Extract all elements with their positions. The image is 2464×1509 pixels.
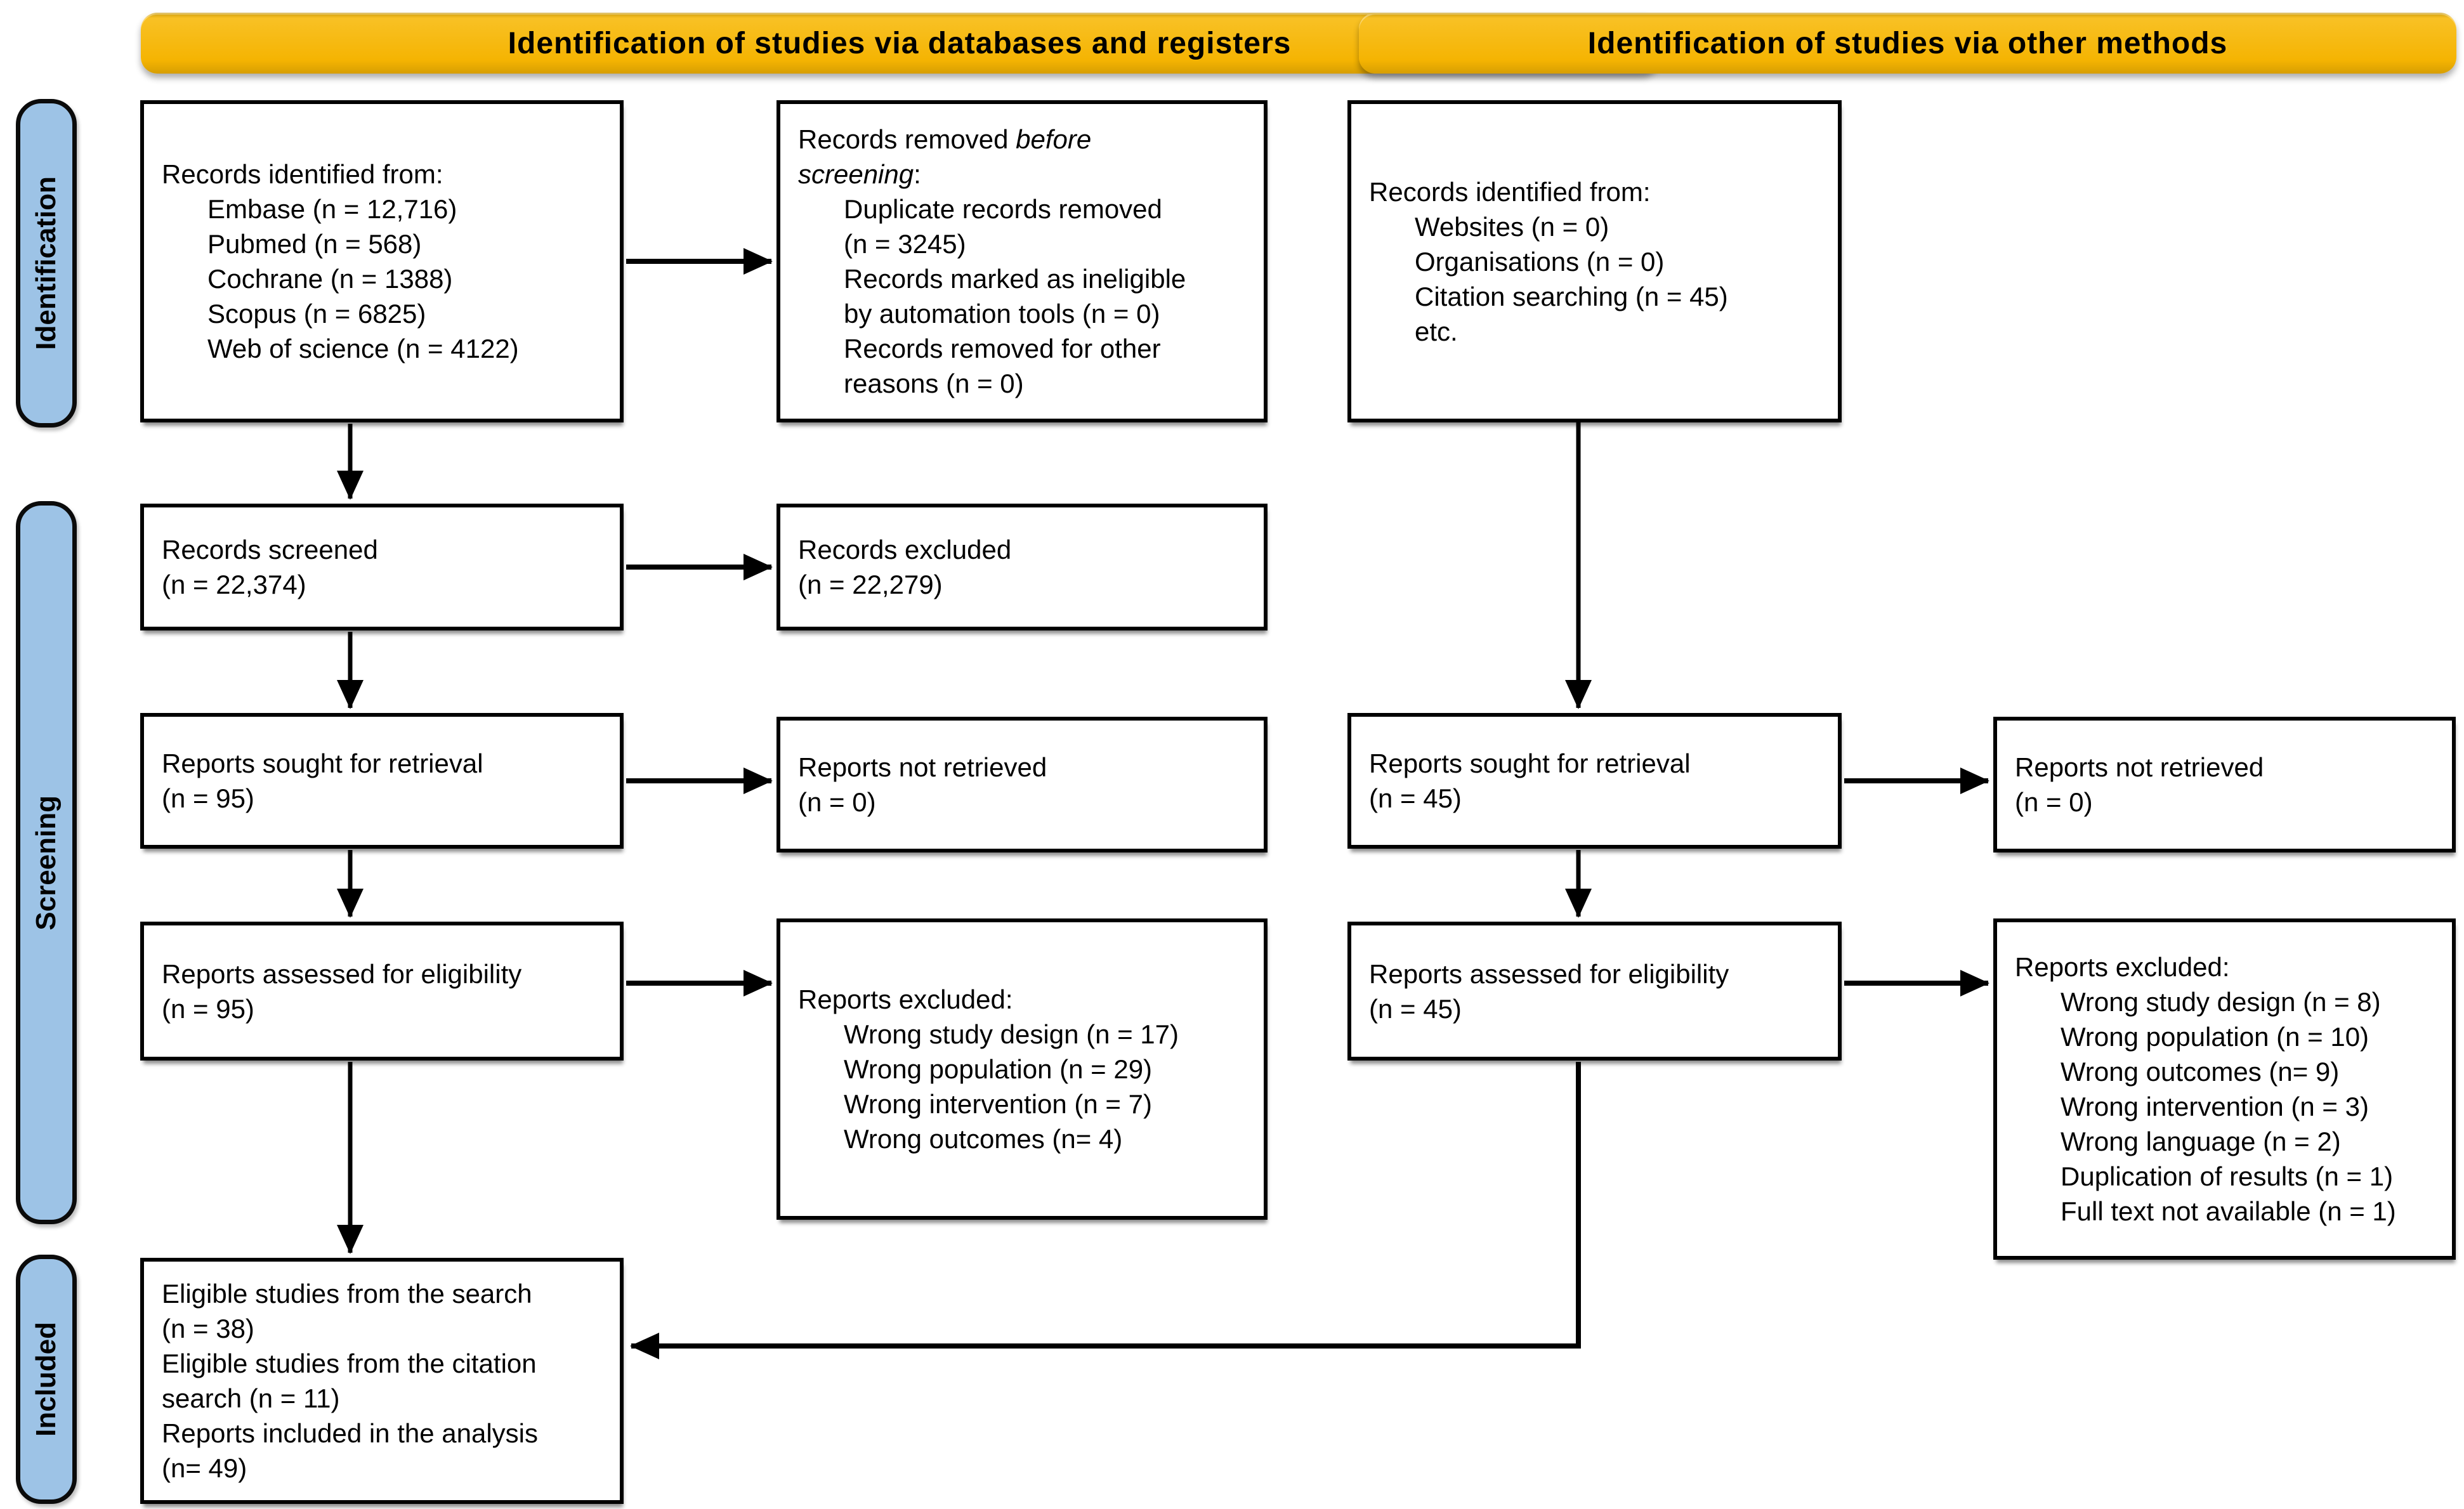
box-reports-excluded-databases: Reports excluded: Wrong study design (n … (777, 918, 1268, 1220)
box-item-list: Reports assessed for eligibility (n = 95) (144, 951, 620, 1031)
stage-included: Included (16, 1255, 77, 1504)
banner-databases-label: Identification of studies via databases … (508, 26, 1292, 60)
box-item-list: Records excluded (n = 22,279) (780, 527, 1264, 607)
list-item: Web of science (n = 4122) (207, 334, 519, 363)
box-records-screened: Records screened (n = 22,374) (140, 504, 624, 630)
box-title: Records removed before screening: (798, 124, 1092, 189)
box-item-list: Websites (n = 0) Organisations (n = 0) Cit… (1369, 209, 1826, 349)
list-item: Eligible studies from the citation searc… (162, 1349, 537, 1413)
stage-screening: Screening (16, 501, 77, 1224)
list-item: etc. (1415, 316, 1458, 346)
box-item-list: Records screened (n = 22,374) (144, 527, 620, 607)
list-item: Duplication of results (n = 1) (2061, 1161, 2394, 1191)
box-records-identified-databases: Records identified from: Embase (n = 12,… (140, 100, 624, 422)
list-item: (n = 22,374) (162, 570, 306, 599)
list-item: Eligible studies from the search (n = 38… (162, 1279, 532, 1343)
stage-included-label: Included (30, 1322, 62, 1437)
box-reports-excluded-other: Reports excluded: Wrong study design (n … (1993, 918, 2456, 1260)
box-records-excluded: Records excluded (n = 22,279) (777, 504, 1268, 630)
stage-identification-label: Identification (30, 176, 62, 350)
list-item: Records removed for other reasons (n = 0… (844, 334, 1161, 398)
box-reports-sought-databases: Reports sought for retrieval (n = 95) (140, 713, 624, 849)
list-item: Wrong intervention (n = 3) (2061, 1092, 2369, 1121)
list-item: Pubmed (n = 568) (207, 229, 422, 259)
list-item: Cochrane (n = 1388) (207, 264, 453, 294)
list-item: Embase (n = 12,716) (207, 194, 457, 224)
box-reports-not-retrieved-other: Reports not retrieved (n = 0) (1993, 717, 2456, 852)
box-item-list: Wrong study design (n = 8) Wrong populati… (2015, 984, 2441, 1229)
list-item: Scopus (n = 6825) (207, 299, 426, 329)
list-item: Reports sought for retrieval (162, 748, 483, 778)
box-reports-not-retrieved-databases: Reports not retrieved (n = 0) (777, 717, 1268, 852)
box-title: Records identified from: (162, 159, 443, 189)
list-item: (n = 45) (1369, 783, 1462, 813)
list-item: Wrong population (n = 29) (844, 1054, 1153, 1084)
list-item: Reports not retrieved (2015, 752, 2264, 782)
stage-screening-label: Screening (30, 795, 62, 931)
box-item-list: Reports assessed for eligibility (n = 45) (1351, 951, 1838, 1031)
box-item-list: Eligible studies from the search (n = 38… (144, 1271, 620, 1491)
list-item: Records excluded (798, 535, 1012, 565)
list-item: Reports sought for retrieval (1369, 748, 1691, 778)
list-item: Websites (n = 0) (1415, 211, 1609, 242)
box-item-list: Embase (n = 12,716) Pubmed (n = 568) Cochr… (162, 192, 608, 366)
box-item-list: Reports not retrieved (n = 0) (1997, 745, 2452, 825)
box-item-list: Duplicate records removed (n = 3245)Reco… (798, 192, 1252, 401)
banner-other-methods: Identification of studies via other meth… (1359, 13, 2456, 74)
list-item: Organisations (n = 0) (1415, 246, 1665, 277)
box-reports-assessed-other: Reports assessed for eligibility (n = 45) (1347, 922, 1842, 1061)
list-item: Records marked as ineligible by automati… (844, 264, 1186, 329)
list-item: (n = 0) (798, 787, 876, 817)
list-item: Wrong language (n = 2) (2061, 1127, 2341, 1156)
box-item-list: Reports not retrieved (n = 0) (780, 745, 1264, 825)
banner-other-label: Identification of studies via other meth… (1587, 26, 2228, 60)
list-item: Duplicate records removed (n = 3245) (844, 194, 1162, 259)
box-reports-sought-other: Reports sought for retrieval (n = 45) (1347, 713, 1842, 849)
list-item: (n = 0) (2015, 787, 2093, 817)
list-item: (n = 45) (1369, 993, 1462, 1024)
box-title: Reports excluded: (798, 984, 1013, 1014)
list-item: (n = 22,279) (798, 570, 943, 599)
emphasis-before-screening: before screening (798, 124, 1092, 189)
list-item: Reports assessed for eligibility (1369, 958, 1729, 989)
list-item: Wrong population (n = 10) (2061, 1022, 2369, 1052)
list-item: Wrong study design (n = 8) (2061, 987, 2381, 1017)
box-records-removed-before-screening: Records removed before screening: Duplic… (777, 100, 1268, 422)
box-records-identified-other: Records identified from: Websites (n = 0… (1347, 100, 1842, 422)
stage-identification: Identification (16, 99, 77, 428)
list-item: Wrong study design (n = 17) (844, 1019, 1179, 1049)
list-item: Wrong intervention (n = 7) (844, 1089, 1152, 1119)
list-item: (n = 95) (162, 783, 254, 813)
box-included-studies: Eligible studies from the search (n = 38… (140, 1258, 624, 1504)
list-item: (n = 95) (162, 993, 254, 1024)
box-item-list: Reports sought for retrieval (n = 95) (144, 741, 620, 821)
list-item: Wrong outcomes (n= 9) (2061, 1057, 2340, 1087)
list-item: Citation searching (n = 45) (1415, 281, 1728, 311)
list-item: Reports not retrieved (798, 752, 1047, 782)
list-item: Full text not available (n = 1) (2061, 1196, 2396, 1226)
box-item-list: Wrong study design (n = 17) Wrong populat… (798, 1017, 1252, 1156)
box-title: Reports excluded: (2015, 952, 2230, 982)
box-reports-assessed-databases: Reports assessed for eligibility (n = 95) (140, 922, 624, 1061)
box-title: Records identified from: (1369, 176, 1651, 207)
list-item: Reports assessed for eligibility (162, 958, 522, 989)
list-item: Wrong outcomes (n= 4) (844, 1124, 1123, 1154)
box-item-list: Reports sought for retrieval (n = 45) (1351, 741, 1838, 821)
list-item: Records screened (162, 535, 378, 565)
list-item: Reports included in the analysis (n= 49) (162, 1418, 539, 1483)
